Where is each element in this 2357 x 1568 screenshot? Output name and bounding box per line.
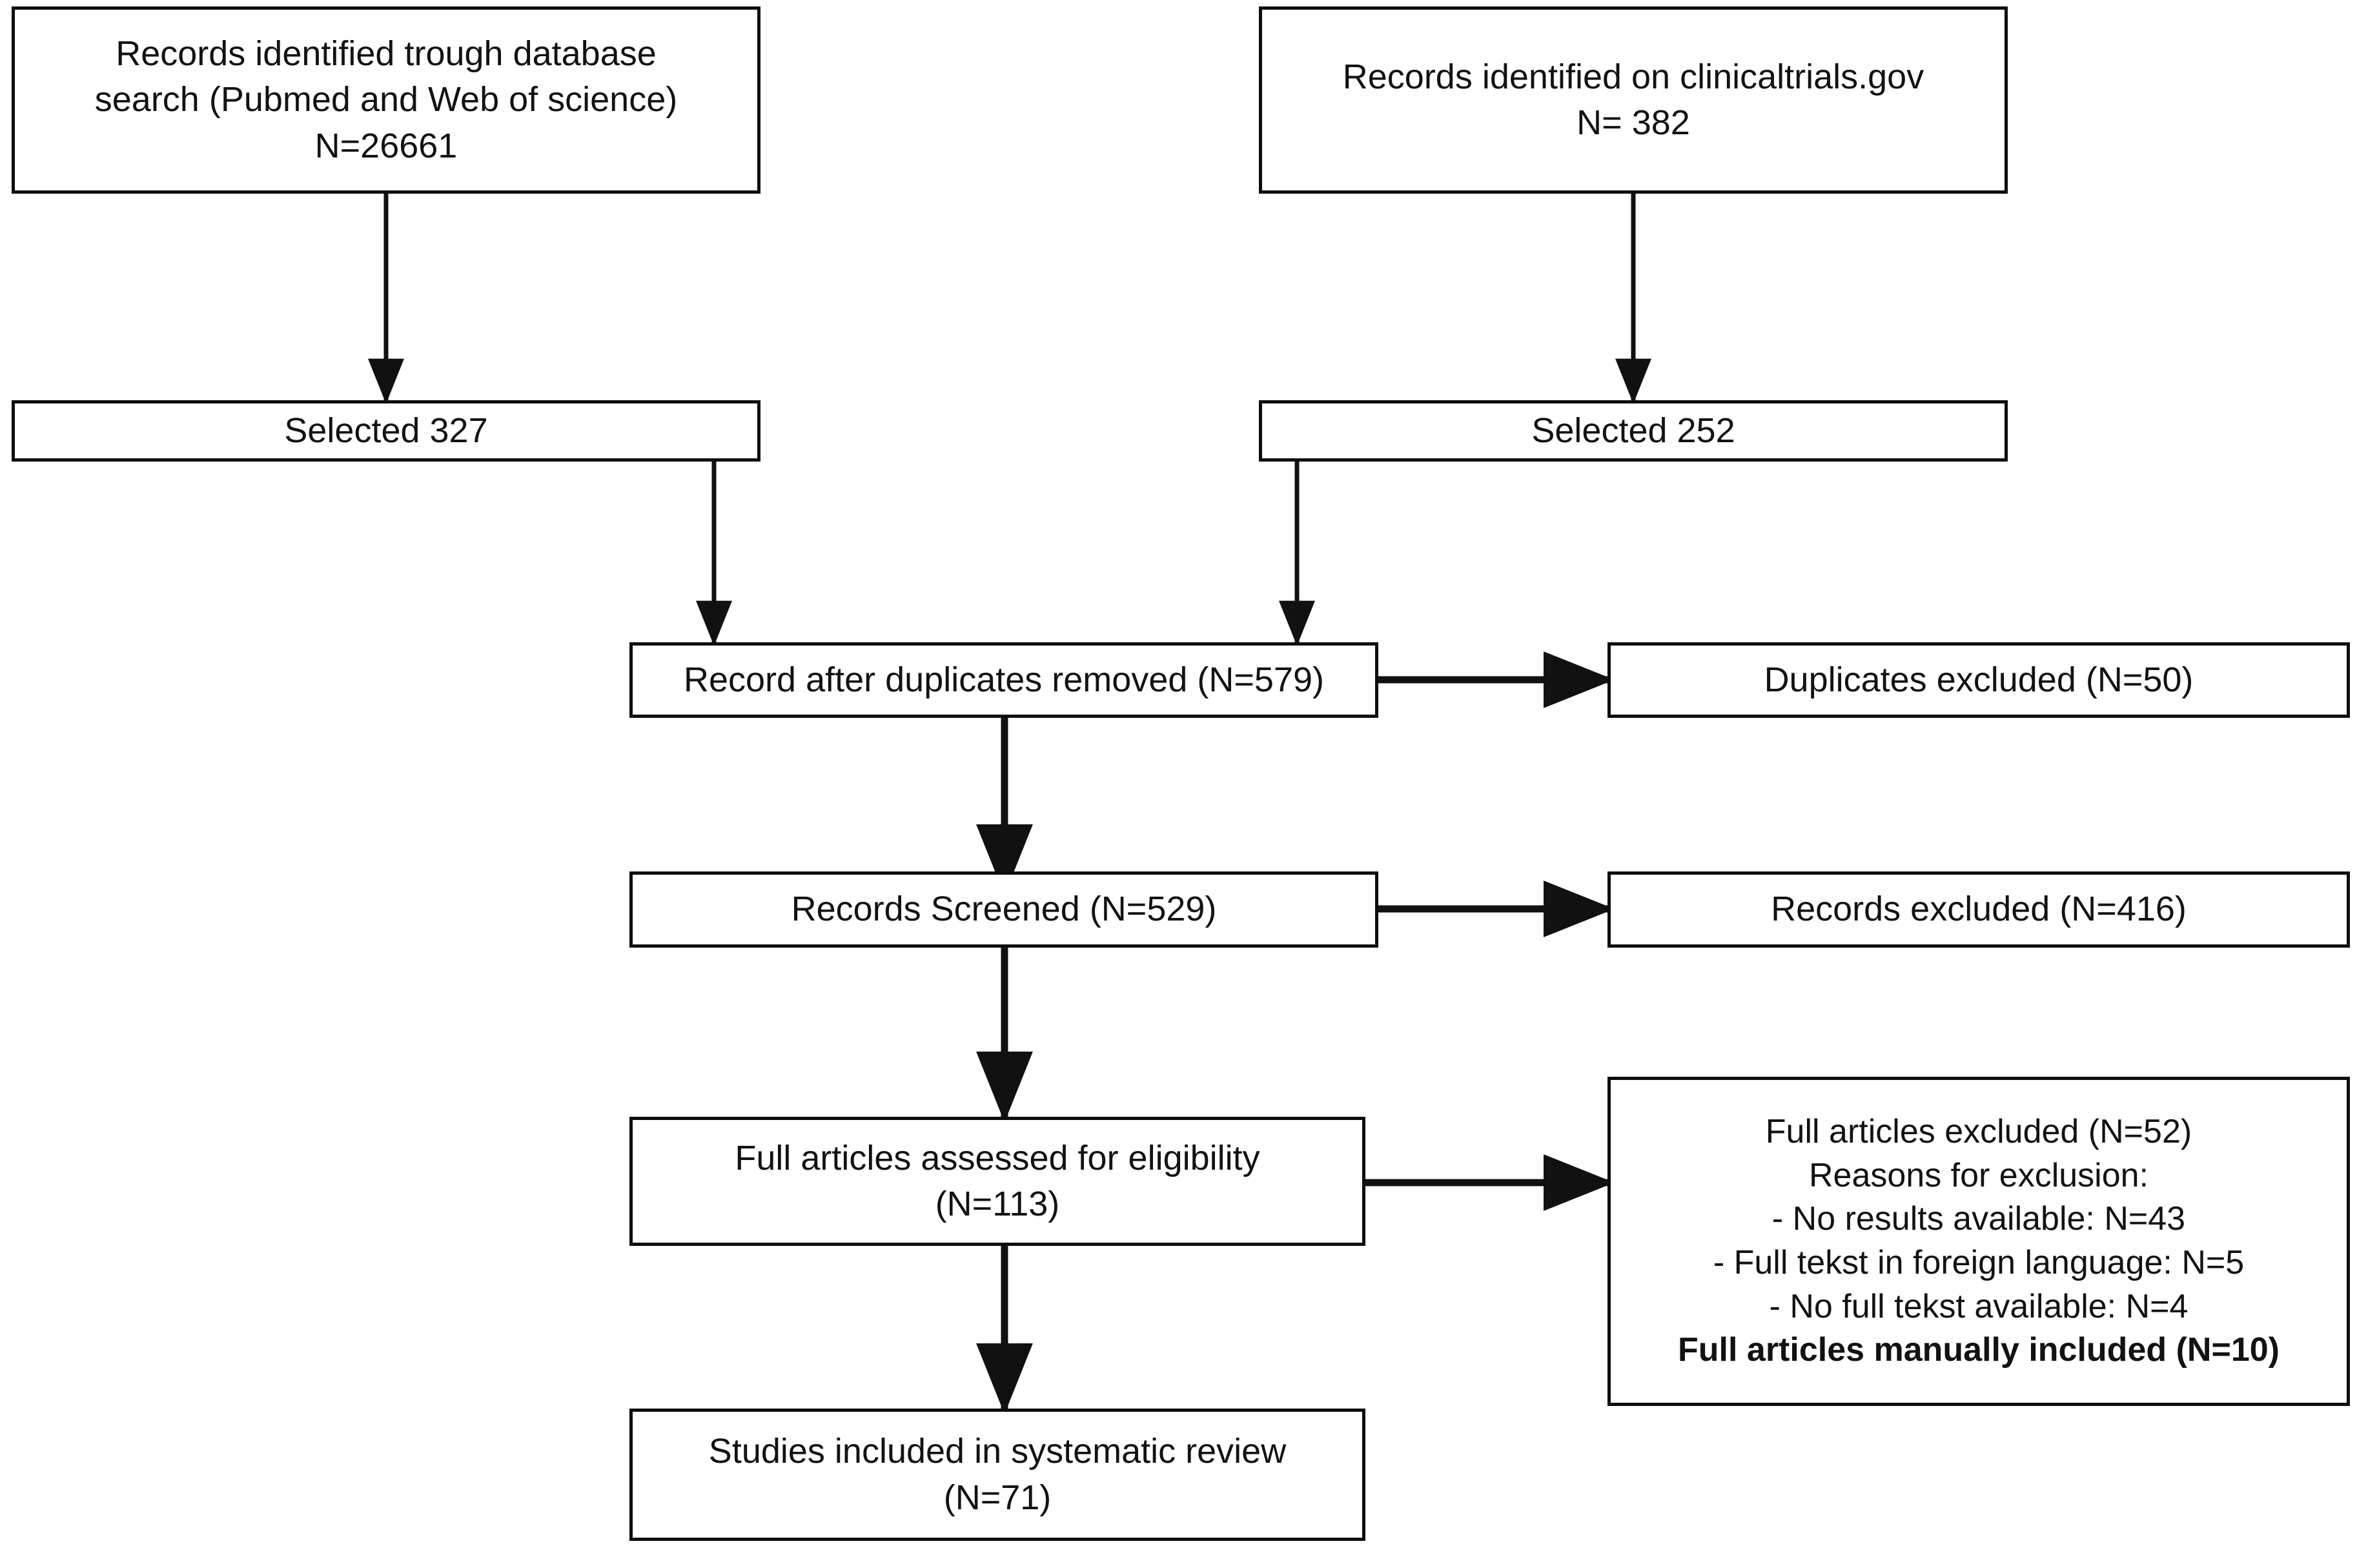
node-records-after-duplicates-removed[interactable]: Record after duplicates removed (N=579) xyxy=(629,642,1378,718)
node-line: (N=113) xyxy=(935,1185,1060,1223)
node-line: - Full tekst in foreign language: N=5 xyxy=(1713,1244,2245,1281)
node-line: - No full tekst available: N=4 xyxy=(1769,1287,2189,1325)
node-line: Full articles assessed for eligibility xyxy=(735,1138,1260,1177)
node-line: Records excluded (N=416) xyxy=(1771,890,2187,929)
node-line: Duplicates excluded (N=50) xyxy=(1764,660,2194,699)
node-full-articles-assessed-for-eligibility[interactable]: Full articles assessed for eligibility (… xyxy=(629,1117,1365,1246)
node-line: - No results available: N=43 xyxy=(1771,1200,2186,1238)
node-line: (N=71) xyxy=(943,1478,1052,1517)
node-line-bold: Full articles manually included (N=10) xyxy=(1678,1331,2280,1369)
node-line: search (Pubmed and Web of science) xyxy=(94,80,678,119)
node-line: Studies included in systematic review xyxy=(708,1432,1287,1471)
node-line: Full articles excluded (N=52) xyxy=(1765,1113,2192,1151)
node-line: Records identified on clinicaltrials.gov xyxy=(1342,57,1924,96)
node-records-screened[interactable]: Records Screened (N=529) xyxy=(629,871,1378,948)
node-selected-clinicaltrials-records[interactable]: Selected 252 xyxy=(1259,400,2008,462)
node-line: Records identified trough database xyxy=(116,34,657,74)
node-studies-included-in-systematic-review[interactable]: Studies included in systematic review (N… xyxy=(629,1409,1365,1541)
node-line: N=26661 xyxy=(314,126,458,165)
node-records-identified-clinicaltrials[interactable]: Records identified on clinicaltrials.gov… xyxy=(1259,6,2008,194)
node-line: N= 382 xyxy=(1576,103,1690,142)
node-line: Records Screened (N=529) xyxy=(791,890,1217,929)
node-duplicates-excluded[interactable]: Duplicates excluded (N=50) xyxy=(1607,642,2350,718)
node-full-articles-excluded-reasons[interactable]: Full articles excluded (N=52) Reasons fo… xyxy=(1607,1077,2350,1406)
node-records-excluded[interactable]: Records excluded (N=416) xyxy=(1607,871,2350,948)
node-line: Selected 252 xyxy=(1531,411,1735,450)
node-line: Record after duplicates removed (N=579) xyxy=(684,660,1324,699)
node-line: Selected 327 xyxy=(284,411,488,450)
node-line: Reasons for exclusion: xyxy=(1808,1156,2149,1194)
node-records-identified-database-search[interactable]: Records identified trough database searc… xyxy=(12,6,760,194)
node-selected-database-records[interactable]: Selected 327 xyxy=(12,400,760,462)
